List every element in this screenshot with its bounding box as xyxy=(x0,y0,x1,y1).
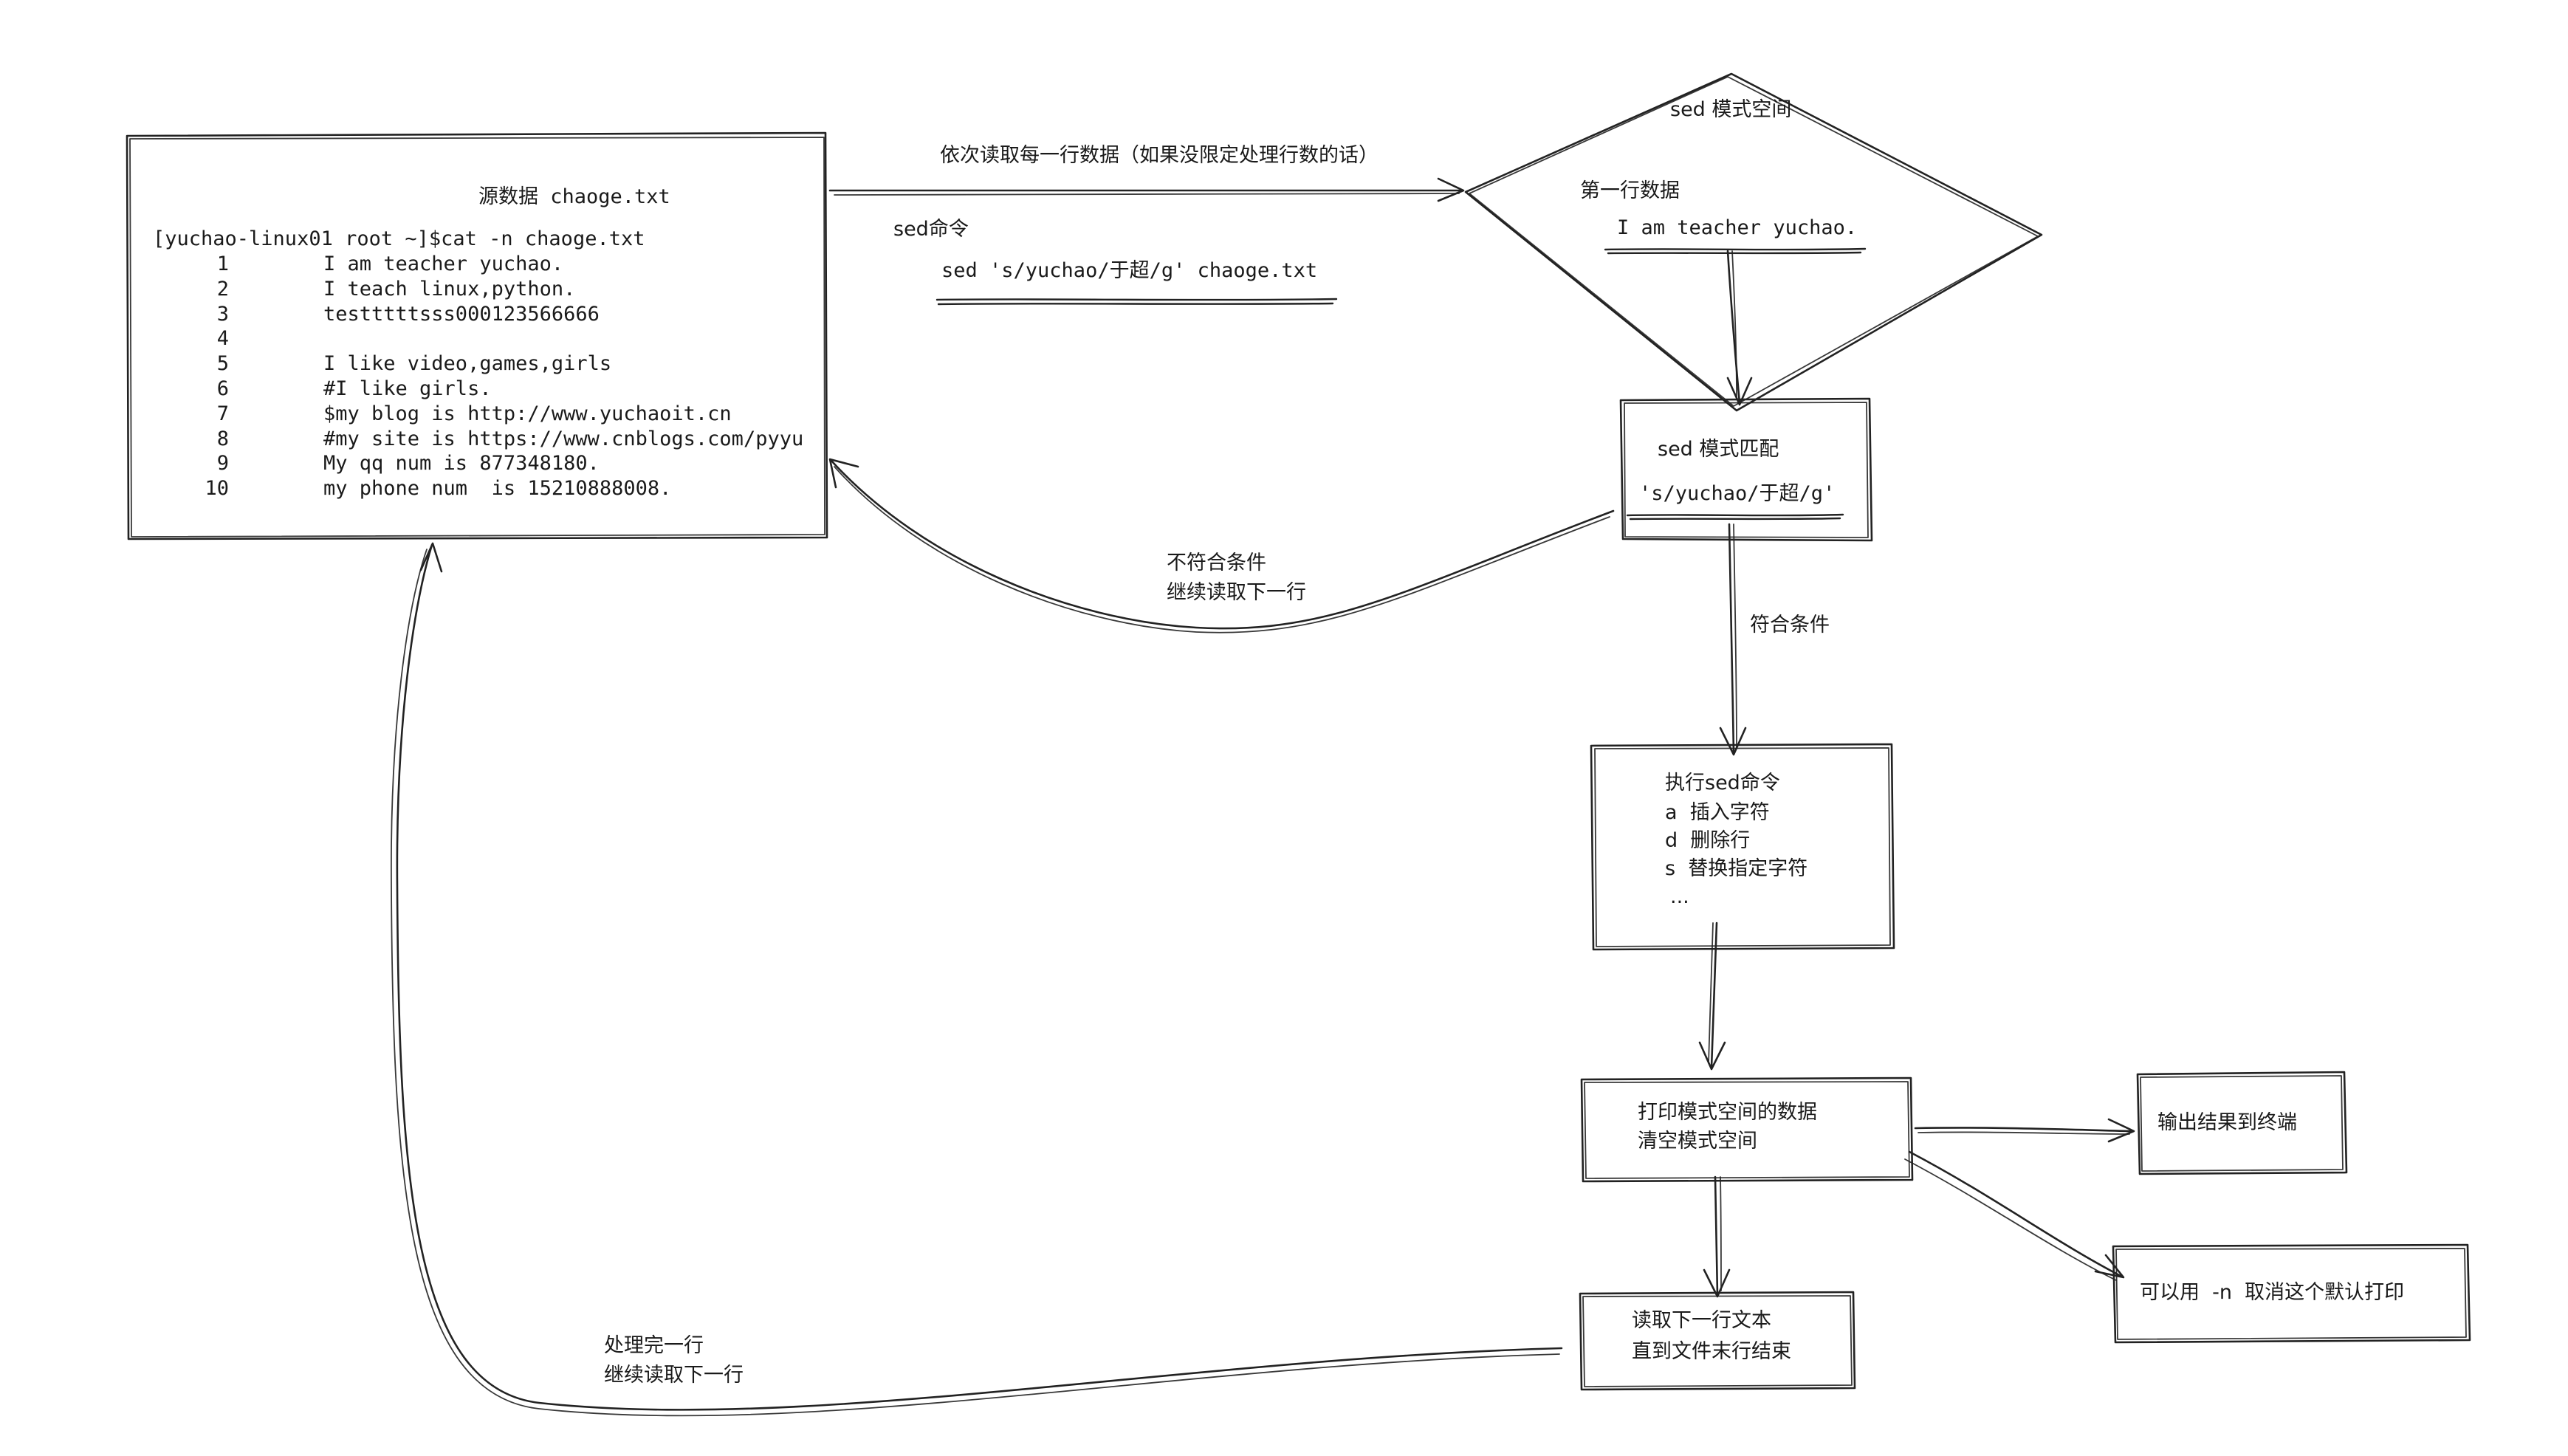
source-line-number: 6 xyxy=(216,377,229,400)
source-line-text: My qq num is 877348180. xyxy=(323,452,600,475)
source-line-number: 8 xyxy=(216,427,229,450)
source-line-text: $my blog is http://www.yuchaoit.cn xyxy=(323,402,732,425)
done-label-1: 处理完一行 xyxy=(604,1334,704,1357)
exec-d: d 删除行 xyxy=(1665,829,1751,852)
output-box xyxy=(2136,1071,2348,1175)
print-box xyxy=(1580,1076,1914,1183)
first-line-label: 第一行数据 xyxy=(1580,179,1680,202)
source-line-text: testttttsss000123566666 xyxy=(323,302,600,326)
exec-s: s 替换指定字符 xyxy=(1665,857,1808,880)
sed-command: sed 's/yuchao/于超/g' chaoge.txt xyxy=(941,259,1318,282)
match-expr-underline xyxy=(1626,513,1844,521)
arrow-to-next xyxy=(1714,1175,1719,1297)
source-line-number: 10 xyxy=(205,477,229,501)
exec-box xyxy=(1590,743,1895,951)
exec-title: 执行sed命令 xyxy=(1665,772,1780,794)
option-text: 可以用 -n 取消这个默认打印 xyxy=(2140,1281,2405,1304)
arrow-to-match xyxy=(1726,250,1741,405)
match-title: sed 模式匹配 xyxy=(1658,438,1779,461)
source-line-text: I like video,games,girls xyxy=(323,352,612,376)
source-title: 源数据 chaoge.txt xyxy=(478,185,670,208)
arrow-match xyxy=(1728,523,1735,755)
source-line-text: I am teacher yuchao. xyxy=(323,253,564,275)
next-line-1: 读取下一行文本 xyxy=(1632,1309,1771,1332)
arrow-loop-back xyxy=(396,543,1563,1411)
next-line-box xyxy=(1579,1291,1856,1391)
source-data-box xyxy=(126,131,828,540)
exec-more: ... xyxy=(1670,885,1689,908)
sed-command-label: sed命令 xyxy=(893,218,969,241)
arrow-not-match xyxy=(830,459,1615,630)
sed-command-underline xyxy=(935,298,1338,306)
done-label-2: 继续读取下一行 xyxy=(604,1364,744,1387)
not-match-label-1: 不符合条件 xyxy=(1167,552,1266,574)
arrow-to-output xyxy=(1914,1127,2134,1133)
source-line-number: 1 xyxy=(216,253,229,275)
match-expr: 's/yuchao/于超/g' xyxy=(1639,482,1836,505)
match-box xyxy=(1619,397,1873,542)
cat-command: [yuchao-linux01 root ~]$cat -n chaoge.tx… xyxy=(153,227,645,250)
source-line-text: my phone num is 15210888008. xyxy=(323,477,672,501)
first-line-underline xyxy=(1604,247,1867,255)
source-line-text: #I like girls. xyxy=(323,377,492,400)
source-line-number: 3 xyxy=(216,302,229,326)
first-line-data: I am teacher yuchao. xyxy=(1617,216,1858,239)
arrow-read-line xyxy=(828,188,1463,192)
arrow-to-option xyxy=(1908,1150,2122,1277)
source-line-number: 9 xyxy=(216,452,229,475)
print-line-1: 打印模式空间的数据 xyxy=(1638,1101,1817,1124)
source-line-text: #my site is https://www.cnblogs.com/pyyu xyxy=(323,427,804,450)
arrow-to-print xyxy=(1710,921,1718,1069)
pattern-space-title: sed 模式空间 xyxy=(1670,98,1792,121)
source-line-text: I teach linux,python. xyxy=(323,277,576,301)
source-line-number: 2 xyxy=(216,277,229,301)
output-text: 输出结果到终端 xyxy=(2157,1111,2297,1134)
option-box xyxy=(2112,1243,2471,1344)
read-line-label: 依次读取每一行数据（如果没限定处理行数的话） xyxy=(940,144,1379,167)
source-line-number: 5 xyxy=(216,352,229,376)
exec-a: a 插入字符 xyxy=(1665,801,1770,824)
source-line-number: 7 xyxy=(216,402,229,425)
match-label: 符合条件 xyxy=(1750,614,1830,636)
next-line-2: 直到文件末行结束 xyxy=(1632,1340,1791,1363)
not-match-label-2: 继续读取下一行 xyxy=(1167,581,1306,604)
pattern-space-diamond xyxy=(1464,72,2043,412)
print-line-2: 清空模式空间 xyxy=(1638,1130,1757,1153)
source-line-number: 4 xyxy=(216,327,229,351)
